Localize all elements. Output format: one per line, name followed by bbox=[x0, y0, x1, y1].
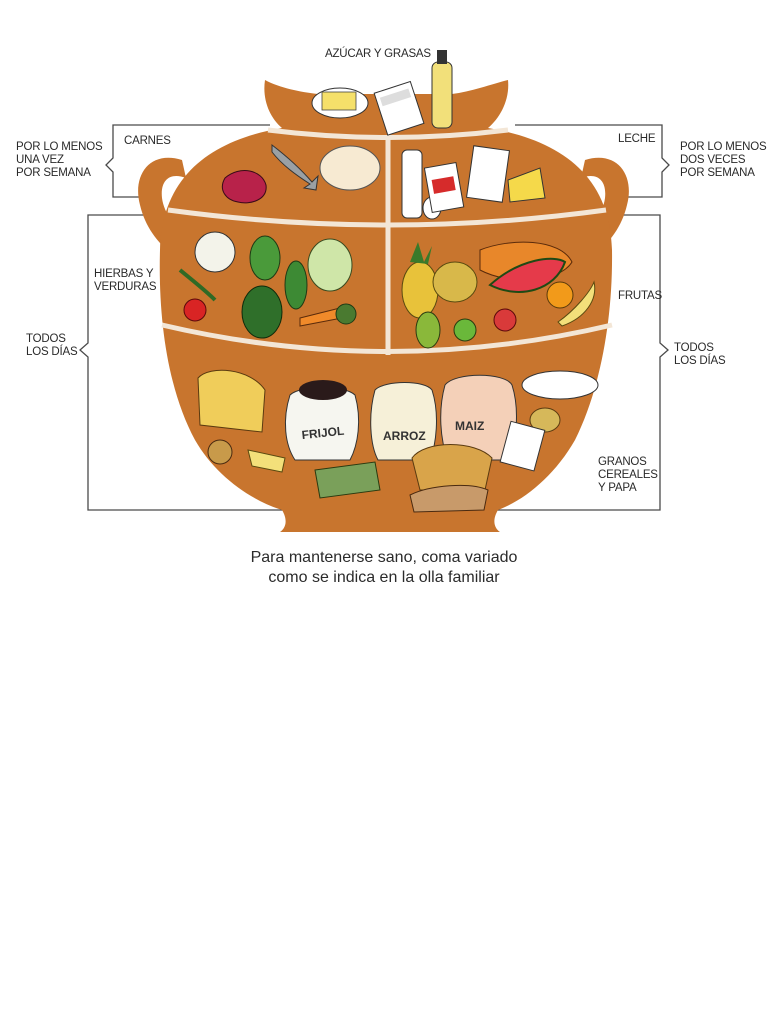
caption-line-1: Para mantenerse sano, coma variado bbox=[250, 549, 518, 566]
sack-rice bbox=[370, 382, 437, 461]
label-meats: CARNES bbox=[124, 135, 171, 147]
grains-group: FRIJOL ARROZ MAIZ bbox=[197, 369, 599, 513]
chayote bbox=[249, 235, 281, 281]
label-daily-left: TODOS LOS DÍAS bbox=[26, 333, 78, 359]
bracket-weekly-right bbox=[515, 124, 670, 198]
label-daily-right-line-1: TODOS bbox=[674, 342, 714, 354]
apple bbox=[493, 308, 517, 332]
red-meat bbox=[221, 170, 267, 204]
banana bbox=[557, 280, 596, 327]
meats-group bbox=[221, 143, 381, 204]
cucumber bbox=[284, 260, 308, 310]
oil-bottle-cap bbox=[437, 50, 447, 64]
cabbage bbox=[307, 238, 353, 292]
label-vegetables: HIERBAS Y VERDURAS bbox=[94, 268, 157, 294]
fish bbox=[271, 143, 319, 191]
yuca-roots bbox=[409, 484, 489, 513]
chicken bbox=[319, 145, 381, 191]
label-sugar-fats: AZÚCAR Y GRASAS bbox=[325, 48, 431, 60]
fruits-group bbox=[401, 241, 596, 349]
label-weekly-left-line-2: UNA VEZ bbox=[16, 154, 64, 166]
watermelon-vegetable bbox=[241, 285, 283, 339]
bracket-daily-left bbox=[79, 214, 283, 511]
oil-bottle bbox=[431, 61, 453, 129]
tortillas-basket bbox=[411, 444, 493, 491]
label-milk: LECHE bbox=[618, 133, 656, 145]
powder-milk bbox=[465, 145, 511, 203]
divider-top bbox=[267, 127, 509, 140]
bread-loaf bbox=[197, 369, 266, 433]
label-daily-left-line-1: TODOS bbox=[26, 333, 66, 345]
bracket-weekly-left bbox=[105, 124, 270, 198]
label-weekly-left-line-3: POR SEMANA bbox=[16, 167, 91, 179]
beans-top bbox=[299, 380, 347, 400]
label-grains-line-1: GRANOS bbox=[598, 456, 647, 468]
label-fruits: FRUTAS bbox=[618, 290, 662, 302]
sack-label-rice: ARROZ bbox=[383, 429, 426, 443]
cauliflower bbox=[194, 231, 236, 273]
tomato bbox=[183, 298, 207, 322]
watermelon-slice bbox=[488, 257, 567, 293]
lime bbox=[453, 318, 477, 342]
rice-plate bbox=[521, 370, 599, 400]
label-grains-line-3: Y PAPA bbox=[598, 482, 637, 494]
milk-bottle bbox=[401, 149, 423, 219]
label-weekly-right-line-3: POR SEMANA bbox=[680, 167, 755, 179]
grapes-melon bbox=[432, 261, 478, 303]
pineapple-leaves bbox=[410, 242, 432, 264]
pineapple bbox=[401, 261, 439, 319]
flour-bag bbox=[499, 420, 546, 472]
milk-group bbox=[401, 145, 546, 220]
pear bbox=[415, 311, 441, 349]
tamales bbox=[314, 461, 381, 499]
label-daily-left-line-2: LOS DÍAS bbox=[26, 346, 78, 358]
caption: Para mantenerse sano, coma variado como … bbox=[0, 548, 768, 588]
herbs bbox=[178, 268, 217, 302]
label-weekly-left-line-1: POR LO MENOS bbox=[16, 141, 103, 153]
vegetables-group bbox=[178, 231, 357, 339]
bracket-daily-right bbox=[495, 214, 669, 511]
label-vegetables-line-1: HIERBAS Y bbox=[94, 268, 154, 280]
sack-label-beans: FRIJOL bbox=[301, 424, 345, 442]
label-daily-right: TODOS LOS DÍAS bbox=[674, 342, 726, 368]
label-weekly-left: POR LO MENOS UNA VEZ POR SEMANA bbox=[16, 141, 103, 180]
plantain bbox=[247, 449, 286, 473]
caption-line-2: como se indica en la olla familiar bbox=[268, 569, 500, 586]
sack-label-corn: MAIZ bbox=[455, 419, 484, 433]
sugar-fats-group bbox=[311, 50, 453, 136]
cassava-small bbox=[207, 439, 233, 465]
label-vegetables-line-2: VERDURAS bbox=[94, 281, 157, 293]
orange-fruit bbox=[546, 281, 574, 309]
label-weekly-right-line-2: DOS VECES bbox=[680, 154, 746, 166]
label-weekly-right: POR LO MENOS DOS VECES POR SEMANA bbox=[680, 141, 767, 180]
potatoes bbox=[529, 407, 561, 433]
label-grains-line-2: CEREALES bbox=[598, 469, 658, 481]
cheese bbox=[507, 167, 546, 203]
milk-carton-label bbox=[431, 176, 456, 194]
label-weekly-right-line-1: POR LO MENOS bbox=[680, 141, 767, 153]
sugar-bag bbox=[373, 80, 425, 136]
label-grains: GRANOS CEREALES Y PAPA bbox=[598, 456, 658, 495]
label-daily-right-line-2: LOS DÍAS bbox=[674, 355, 726, 367]
frequency-brackets bbox=[79, 124, 670, 511]
broccoli bbox=[335, 303, 357, 325]
butter-block bbox=[321, 91, 357, 111]
